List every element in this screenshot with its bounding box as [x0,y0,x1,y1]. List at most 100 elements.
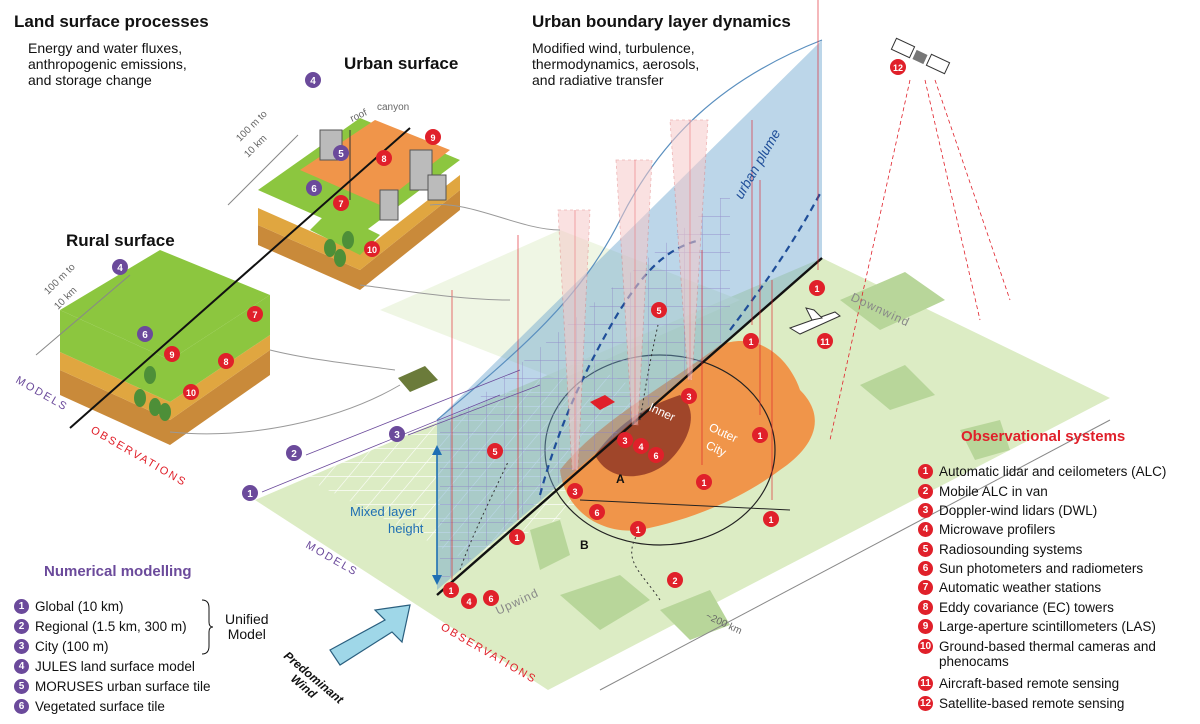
obs-number-badge: 10 [918,639,933,654]
svg-text:5: 5 [338,149,344,160]
ubl-desc-line: thermodynamics, aerosols, [532,56,700,72]
svg-text:3: 3 [622,436,627,446]
obs-item-text: Doppler-wind lidars (DWL) [939,503,1098,518]
model-item-text: Regional (1.5 km, 300 m) [35,619,187,634]
model-item-text: Global (10 km) [35,599,124,614]
obs-item-text: Sun photometers and radiometers [939,561,1144,576]
plume-dashed-2 [729,189,823,331]
svg-text:6: 6 [594,508,599,518]
radiosonde-path-2 [639,324,659,421]
obs-number-badge: 9 [918,619,933,634]
obs-item-text: Large-aperture scintillometers (LAS) [939,619,1156,634]
model-item-text: JULES land surface model [35,659,195,674]
unified-model-bracket [201,599,214,655]
svg-text:5: 5 [492,447,497,457]
unified-model-line: Unified [225,611,269,627]
obs-number-badge: 4 [918,522,933,537]
svg-text:1: 1 [768,515,773,525]
model-level-3 [407,384,541,436]
wind-arrow-icon [329,604,411,666]
svg-text:4: 4 [117,263,123,274]
connector-urban [429,203,561,231]
scale-arrow-200km [599,419,1111,691]
svg-text:7: 7 [338,199,343,209]
obs-item-text: Ground-based thermal cameras and phenoca… [939,639,1156,669]
ubl-desc-line: and radiative transfer [532,72,664,88]
model-number-badge: 5 [14,679,29,694]
radius-line [579,499,791,511]
model-number-badge: 4 [14,659,29,674]
svg-text:6: 6 [311,184,317,195]
obs-item: 12 Satellite-based remote sensing [918,696,1124,711]
forest-patch [660,590,730,640]
satellite-icon [890,37,951,75]
svg-text:4: 4 [466,597,471,607]
svg-text:6: 6 [488,594,493,604]
model-number-badge: 3 [14,639,29,654]
point-a-label: A [616,472,625,486]
svg-text:1: 1 [247,489,253,500]
ubl-desc: Modified wind, turbulence, thermodynamic… [532,40,699,88]
svg-text:3: 3 [572,487,577,497]
unified-model-label: Unified Model [225,612,269,642]
land-surface-desc-line: anthropogenic emissions, [28,56,187,72]
obs-item: 10 Ground-based thermal cameras and pheno… [918,639,1188,669]
model-item: 3 City (100 m) [14,639,109,654]
svg-text:12: 12 [893,63,903,73]
rural-grid-cell [398,366,438,392]
dwl-cones [557,119,709,471]
svg-text:4: 4 [310,76,316,87]
svg-text:9: 9 [430,133,435,143]
model-item-text: City (100 m) [35,639,109,654]
obs-item-text: Microwave profilers [939,522,1056,537]
mixed-layer-arrow-head-bottom [432,575,442,585]
svg-text:1: 1 [757,431,762,441]
outer-city [560,341,815,531]
observations-axis [436,257,823,596]
models-obs-divider [69,127,411,429]
svg-text:1: 1 [635,525,640,535]
svg-text:8: 8 [381,154,386,164]
svg-text:3: 3 [394,430,400,441]
forest-patch [860,365,935,410]
mixed-layer-arrow-head-top [432,445,442,455]
forest-patch [960,420,1010,460]
obs-number-badge: 11 [918,676,933,691]
svg-text:9: 9 [169,350,174,360]
svg-text:2: 2 [291,449,297,460]
hotspot [590,395,615,410]
forest-patch [840,272,945,330]
model-number-badge: 2 [14,619,29,634]
mixed-layer-label-2: height [388,521,424,536]
connector-urban-2 [359,284,511,301]
model-item: 2 Regional (1.5 km, 300 m) [14,619,187,634]
svg-text:1: 1 [748,337,753,347]
obs-item-text: Automatic weather stations [939,580,1102,595]
point-b-label: B [580,538,589,552]
obs-item-text: Automatic lidar and ceilometers (ALC) [939,464,1167,479]
land-surface-desc: Energy and water fluxes, anthropogenic e… [28,40,187,88]
model-level-1 [261,394,501,493]
svg-text:4: 4 [638,442,643,452]
obs-number-badge: 7 [918,580,933,595]
obs-number-badge: 12 [918,696,933,711]
land-surface-title: Land surface processes [14,12,209,31]
scale-arrow-urban [227,134,299,206]
model-level-2 [305,369,521,456]
obs-item: 9 Large-aperture scintillometers (LAS) [918,619,1156,634]
land-surface-desc-line: and storage change [28,72,152,88]
ubl-desc-line: Modified wind, turbulence, [532,40,695,56]
obs-number-badge: 2 [918,484,933,499]
model-item: 4 JULES land surface model [14,659,195,674]
obs-item-text: Radiosounding systems [939,542,1083,557]
obs-item-text: Satellite-based remote sensing [939,696,1125,711]
aircraft-icon [788,307,841,335]
boundary-grid [440,190,730,585]
model-number-badge: 1 [14,599,29,614]
